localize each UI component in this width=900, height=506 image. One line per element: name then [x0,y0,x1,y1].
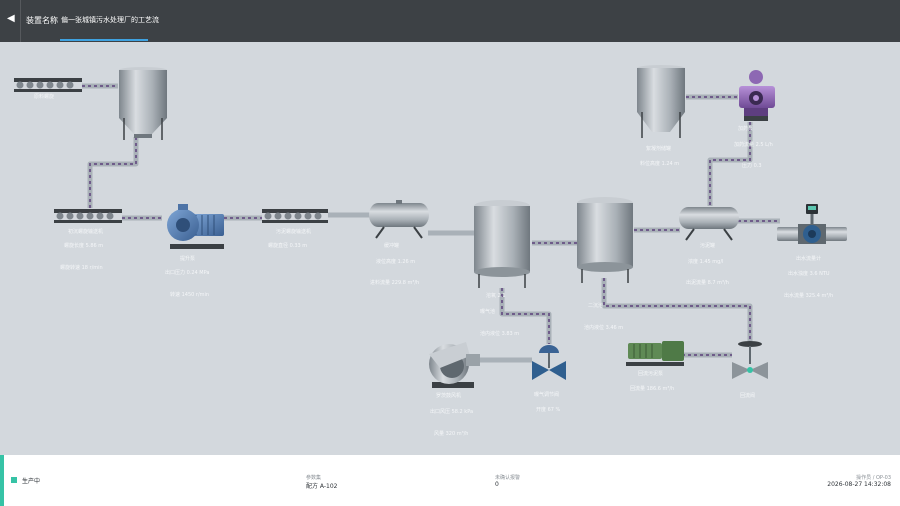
flowmeter-turbidity: 出水浊度 3.6 NTU [788,271,830,277]
flocculant-silo-level: 料位高度 1.24 m [640,161,680,167]
aeration-tank[interactable] [474,200,530,288]
blower-name: 罗茨鼓风机 [436,393,462,399]
flowmeter-name: 出水流量计 [796,256,822,262]
alarm-label: 未确认报警 [495,475,521,481]
alarm-count[interactable]: 0 [495,481,499,488]
sludge-tank[interactable] [679,207,739,241]
top-bar: ◀ 装置名称 偏一张城镇污水处理厂的工艺流 [0,0,900,42]
process-title: 偏一张城镇污水处理厂的工艺流 [61,16,159,24]
dosing-pump[interactable] [739,70,775,121]
buffer-tank-level: 液位高度 1.26 m [376,259,416,265]
screw-conveyor-2-length: 螺旋长度 5.86 m [64,243,104,249]
aeration-tank-level: 池内液位 3.83 m [480,331,520,337]
flocculant-silo-name: 絮凝剂储罐 [646,146,672,152]
secondary-clarifier[interactable] [577,197,633,283]
aeration-control-valve[interactable] [532,345,566,380]
sludge-tank-name: 污泥罐 [700,243,716,249]
screw-conveyor-2-name: 初沉螺旋输送机 [68,229,104,235]
screw-conveyor-1[interactable] [14,78,82,92]
process-diagram [14,65,847,388]
dosing-pump-name: 加药泵 [738,126,754,132]
dosing-pump-flow: 加药流量 2.5 L/h [734,142,773,148]
blower-airflow: 风量 320 m³/h [434,431,469,437]
sludge-tank-flow: 出泥流量 8.7 m³/h [686,280,729,286]
flocculant-silo[interactable] [637,65,685,138]
screw-conveyor-2-speed: 螺旋转速 18 r/min [60,265,103,271]
back-button[interactable]: ◀ [0,0,21,42]
flowmeter-flow: 出水流量 325.4 m³/h [784,293,834,299]
return-pump-flow: 回流量 186.6 m³/h [630,386,675,392]
status-accent-bar [0,455,4,506]
return-pump-name: 回流污泥泵 [638,371,664,377]
pipe-flow-markers [82,85,780,356]
aeration-tank-name: 曝气池 [480,309,496,315]
buffer-tank-flow: 进料流量 229.8 m³/h [370,280,420,286]
blower-pressure: 出口风压 58.2 kPa [430,409,474,415]
title-tab-indicator [60,39,148,41]
param-set-label: 参数集 [306,475,322,481]
return-valve-name: 回流阀 [740,393,756,399]
lift-pump-name: 提升泵 [180,256,196,262]
screw-conveyor-1-label: 原料螺旋 [34,94,55,100]
lift-pump-speed: 转速 1450 r/min [170,292,210,298]
chevron-left-icon: ◀ [7,13,15,24]
clarifier-level: 池内液位 3.46 m [584,325,624,331]
process-canvas: 原料螺旋 初沉螺旋输送机 螺旋长度 5.86 m 螺旋转速 18 r/min 提… [0,42,900,455]
lift-pump-pressure: 出口压力 0.24 MPa [165,270,210,276]
aeration-valve-opening: 开度 67 % [536,407,561,413]
device-name-label: 装置名称 [26,16,58,25]
raw-material-silo[interactable] [119,67,167,140]
status-footer: 生产中 参数集 配方 A-102 未确认报警 0 操作员 / OP-03 202… [0,455,900,506]
screw-conveyor-3[interactable] [262,209,328,223]
return-sludge-pump[interactable] [626,341,684,366]
running-status-indicator [11,477,17,483]
aeration-tank-do: 溶氧 2.1 [486,293,506,299]
operator-label: 操作员 / OP-03 [856,475,891,481]
aeration-valve-name: 曝气调节阀 [534,392,560,398]
outlet-flowmeter[interactable] [777,204,847,244]
clarifier-name: 二沉池 [588,303,604,309]
dosing-pump-pressure: 压力 0.3 [742,163,762,169]
roots-blower[interactable] [429,342,480,388]
buffer-tank[interactable] [369,200,429,239]
screw-conveyor-3-name: 污泥螺旋输送机 [276,229,312,235]
screw-conveyor-2[interactable] [54,209,122,223]
param-set-value[interactable]: 配方 A-102 [306,483,338,490]
lift-pump[interactable] [167,204,224,249]
return-valve[interactable] [732,341,768,379]
buffer-tank-name: 缓冲罐 [384,243,400,249]
production-status: 生产中 [22,478,41,485]
screw-conveyor-3-diameter: 螺旋直径 0.33 m [268,243,308,249]
sludge-tank-concentration: 浓度 1.45 mg/l [688,259,724,265]
current-time: 2026-08-27 14:32:08 [827,481,891,488]
